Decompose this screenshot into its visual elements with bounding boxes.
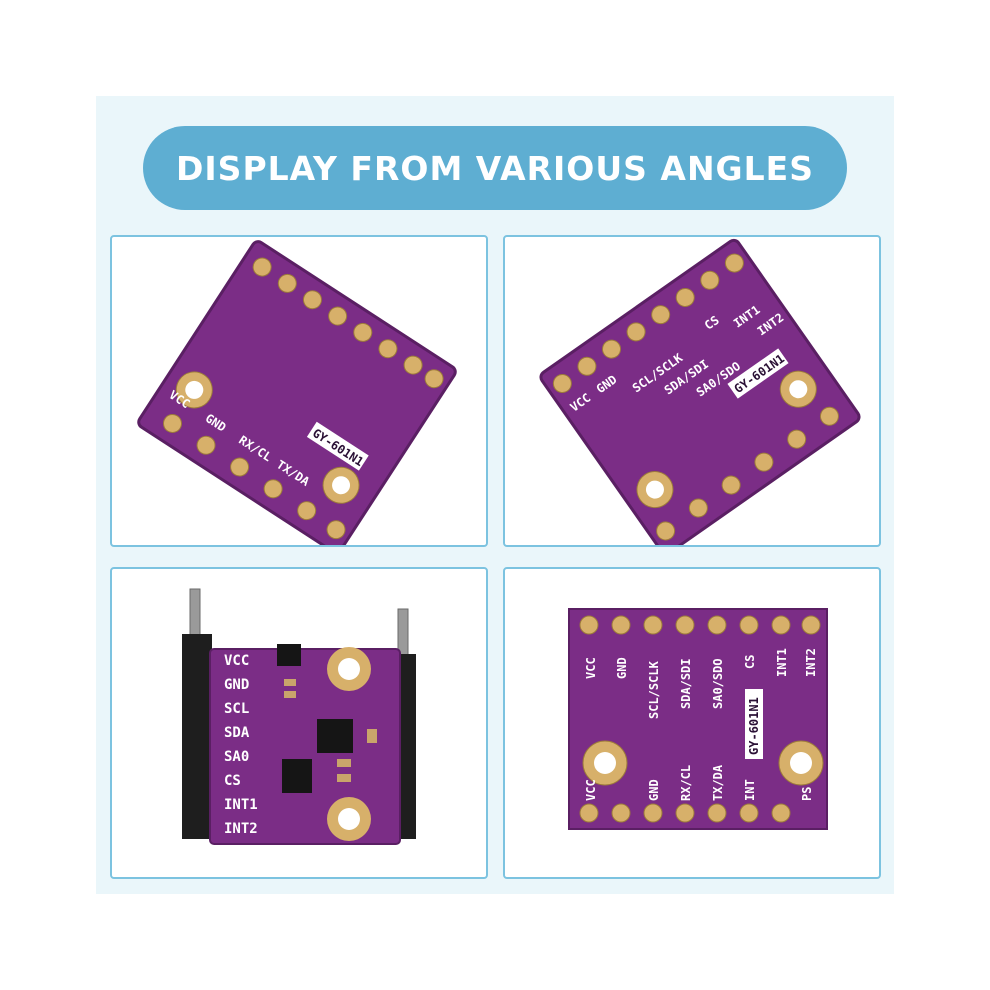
board-back-view-tilted-right: GY-601N1 VCC GND SCL/SCLK SDA/SDI SA0/SD… <box>539 238 861 545</box>
board-front-view-with-headers: VCC GND SCL SDA SA0 CS INT1 INT2 <box>182 588 416 845</box>
pin-label: PS <box>800 787 814 801</box>
pin-label: INT1 <box>775 648 789 677</box>
pin-label: INT2 <box>804 648 818 677</box>
pin-label: INT2 <box>224 821 258 837</box>
pin-label: GND <box>647 779 661 801</box>
photo-card-bottom-right: VCC GND SCL/SCLK SDA/SDI SA0/SDO CS INT1… <box>503 567 881 879</box>
board-back-view-flat: VCC GND SCL/SCLK SDA/SDI SA0/SDO CS INT1… <box>568 608 828 830</box>
pin-label: VCC <box>584 657 598 679</box>
pin-label: CS <box>743 655 757 669</box>
pin-label: INT <box>743 779 757 801</box>
pin-label: SDA <box>224 725 250 741</box>
photo-card-bottom-left: VCC GND SCL SDA SA0 CS INT1 INT2 <box>110 567 488 879</box>
pin-label: RX/CL <box>679 765 693 801</box>
pin-label: VCC <box>584 779 598 801</box>
pin-label: SA0 <box>224 749 249 765</box>
pin-label: TX/DA <box>711 764 725 801</box>
board-back-view-tilted-left: GY-601N1 VCC GND RX/CL TX/DA <box>137 240 457 545</box>
photo-card-top-right: GY-601N1 VCC GND SCL/SCLK SDA/SDI SA0/SD… <box>503 235 881 547</box>
pin-label: CS <box>224 773 241 789</box>
pin-label: SCL <box>224 701 249 717</box>
pin-label: SCL/SCLK <box>647 660 661 719</box>
pin-label: GND <box>224 677 249 693</box>
title-banner: DISPLAY FROM VARIOUS ANGLES <box>143 126 847 210</box>
photo-card-top-left: GY-601N1 VCC GND RX/CL TX/DA <box>110 235 488 547</box>
page-title: DISPLAY FROM VARIOUS ANGLES <box>176 148 814 188</box>
pin-label: SDA/SDI <box>679 658 693 709</box>
pin-label: VCC <box>224 653 249 669</box>
pin-label: GND <box>615 657 629 679</box>
model-label: GY-601N1 <box>747 697 761 755</box>
pin-label: INT1 <box>224 797 258 813</box>
pin-label: CS <box>702 313 722 333</box>
pin-label: SA0/SDO <box>711 658 725 709</box>
